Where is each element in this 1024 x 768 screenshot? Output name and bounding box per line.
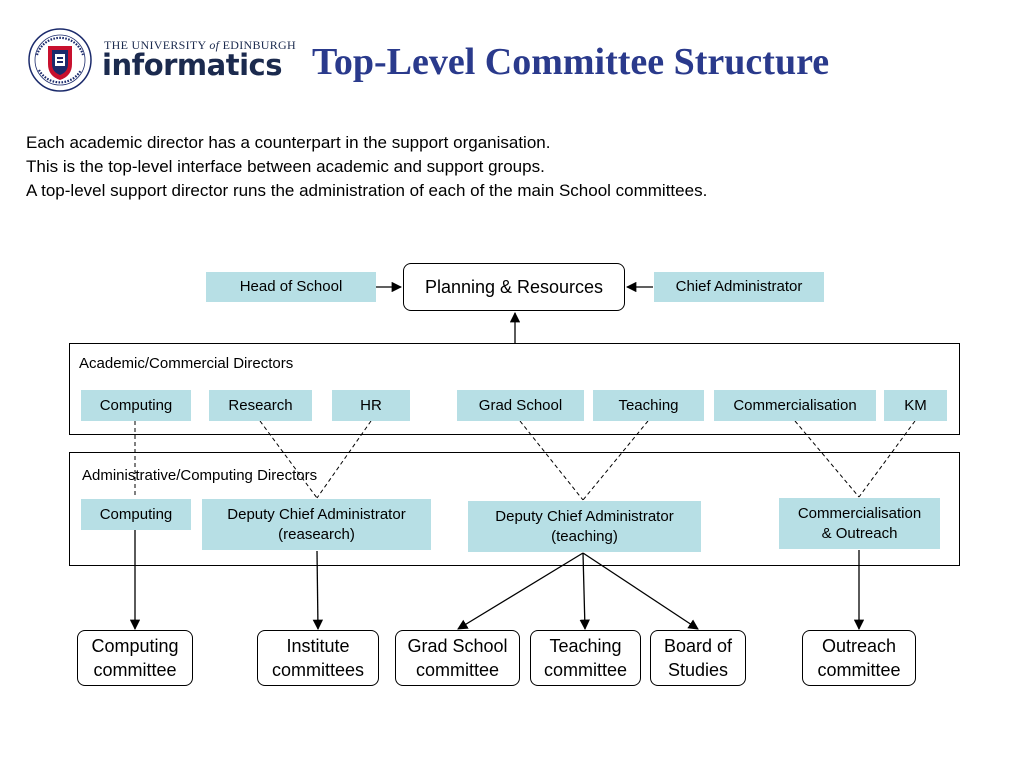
informatics-wordmark: informatics	[102, 48, 282, 82]
academic-teaching-box: Teaching	[593, 390, 704, 421]
intro-text: Each academic director has a counterpart…	[26, 131, 707, 203]
computing-committee-box: Computing committee	[77, 630, 193, 686]
outreach-committee-box: Outreach committee	[802, 630, 916, 686]
head-of-school-box: Head of School	[206, 272, 376, 302]
admin-computing-box: Computing	[81, 499, 191, 530]
chief-administrator-box: Chief Administrator	[654, 272, 824, 302]
university-name: THE UNIVERSITY of EDINBURGH	[104, 38, 296, 52]
academic-commercialisation-box: Commercialisation	[714, 390, 876, 421]
intro-line: This is the top-level interface between …	[26, 157, 545, 176]
academic-directors-label: Academic/Commercial Directors	[79, 355, 294, 372]
academic-computing-box: Computing	[81, 390, 191, 421]
admin-directors-label: Administrative/Computing Directors	[82, 467, 318, 484]
academic-km-box: KM	[884, 390, 947, 421]
admin-deputy-research-box: Deputy Chief Administrator (reasearch)	[202, 499, 431, 550]
admin-deputy-teaching-box: Deputy Chief Administrator (teaching)	[468, 501, 701, 552]
planning-resources-box: Planning & Resources	[403, 263, 625, 311]
intro-line: A top-level support director runs the ad…	[26, 181, 708, 200]
academic-hr-box: HR	[332, 390, 410, 421]
institute-committees-box: Institute committees	[257, 630, 379, 686]
intro-line: Each academic director has a counterpart…	[26, 133, 551, 152]
university-seal-logo	[28, 28, 92, 92]
admin-commercialisation-outreach-box: Commercialisation & Outreach	[779, 498, 940, 549]
academic-research-box: Research	[209, 390, 312, 421]
academic-grad-school-box: Grad School	[457, 390, 584, 421]
board-of-studies-box: Board of Studies	[650, 630, 746, 686]
teaching-committee-box: Teaching committee	[530, 630, 641, 686]
page-title: Top-Level Committee Structure	[312, 41, 830, 83]
grad-school-committee-box: Grad School committee	[395, 630, 520, 686]
